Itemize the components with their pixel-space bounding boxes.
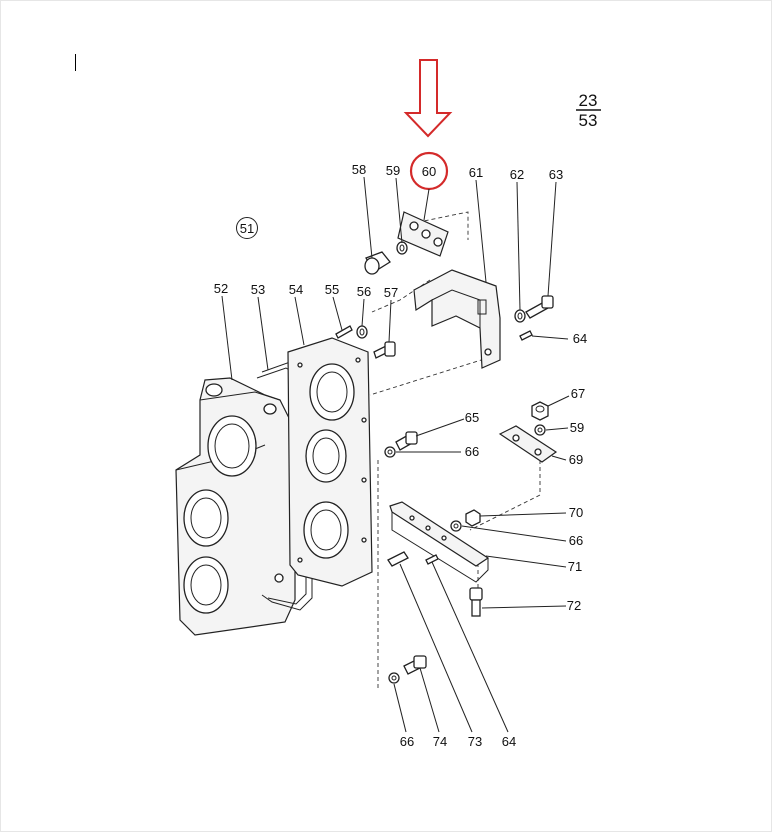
gear-housing [175, 377, 296, 636]
label-59-top: 59 [386, 163, 400, 178]
label-58: 58 [352, 162, 366, 177]
page-ref-numerator: 23 [579, 91, 598, 110]
text-cursor [75, 54, 76, 71]
label-67: 67 [571, 386, 585, 401]
assembly-lines [369, 211, 541, 690]
leader-lines [221, 176, 570, 733]
label-60: 60 [422, 164, 436, 179]
label-57: 57 [384, 285, 398, 300]
label-72: 72 [567, 598, 581, 613]
label-62: 62 [510, 167, 524, 182]
small-hardware [335, 325, 396, 359]
label-65: 65 [465, 410, 479, 425]
part-labels: 58 59 60 61 62 63 52 53 54 55 56 57 64 6… [214, 162, 587, 749]
clamp-plate [389, 501, 490, 583]
label-73: 73 [468, 734, 482, 749]
vertical-bolt [469, 587, 483, 617]
lower-hardware [388, 655, 427, 684]
label-69: 69 [569, 452, 583, 467]
label-74: 74 [433, 734, 447, 749]
page-reference: 23 53 [576, 91, 601, 130]
label-64-bottom: 64 [502, 734, 516, 749]
label-54: 54 [289, 282, 303, 297]
label-66-right: 66 [569, 533, 583, 548]
lower-pins [387, 551, 439, 567]
bracket-hardware [514, 295, 554, 341]
label-66-mid: 66 [465, 444, 479, 459]
label-53: 53 [251, 282, 265, 297]
page-ref-denominator: 53 [579, 111, 598, 130]
label-71: 71 [568, 559, 582, 574]
mid-hardware [384, 431, 418, 458]
label-64-top: 64 [573, 331, 587, 346]
cover-plate [287, 337, 373, 587]
top-hardware [364, 211, 449, 275]
label-70: 70 [569, 505, 583, 520]
highlight-arrow-icon [403, 59, 453, 138]
label-55: 55 [325, 282, 339, 297]
label-52: 52 [214, 281, 228, 296]
group-label-text: 51 [240, 221, 254, 236]
label-59-right: 59 [570, 420, 584, 435]
label-56: 56 [357, 284, 371, 299]
group-label: 51 [236, 217, 258, 239]
label-61: 61 [469, 165, 483, 180]
bracket [413, 269, 501, 369]
right-top-hardware [498, 401, 558, 463]
label-66-bottom: 66 [400, 734, 414, 749]
label-63: 63 [549, 167, 563, 182]
